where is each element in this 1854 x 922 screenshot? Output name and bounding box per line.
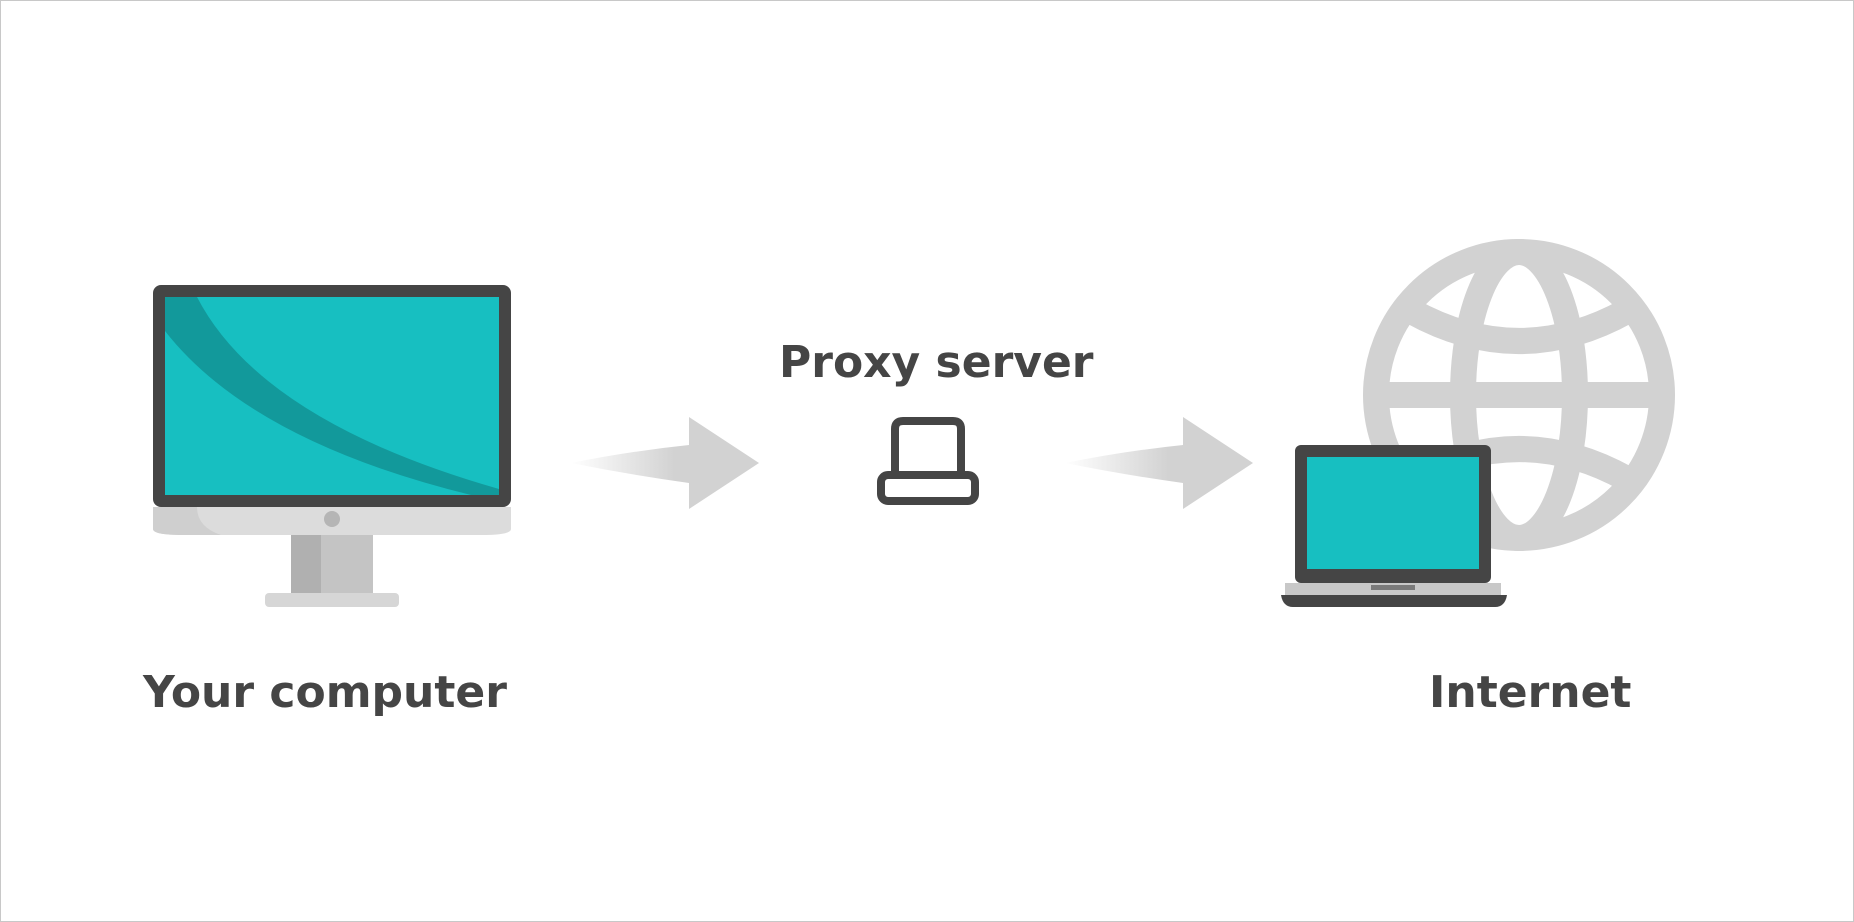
globe-laptop-icon — [1281, 239, 1675, 607]
internet-label: Internet — [1429, 667, 1632, 718]
laptop-icon — [1281, 445, 1507, 607]
arrow-proxy-to-internet — [1065, 417, 1253, 509]
your-computer-label: Your computer — [143, 667, 507, 718]
arrow-computer-to-proxy — [571, 417, 759, 509]
proxy-server-label: Proxy server — [779, 337, 1094, 388]
server-icon — [877, 417, 979, 505]
desktop-monitor-icon — [153, 285, 511, 607]
